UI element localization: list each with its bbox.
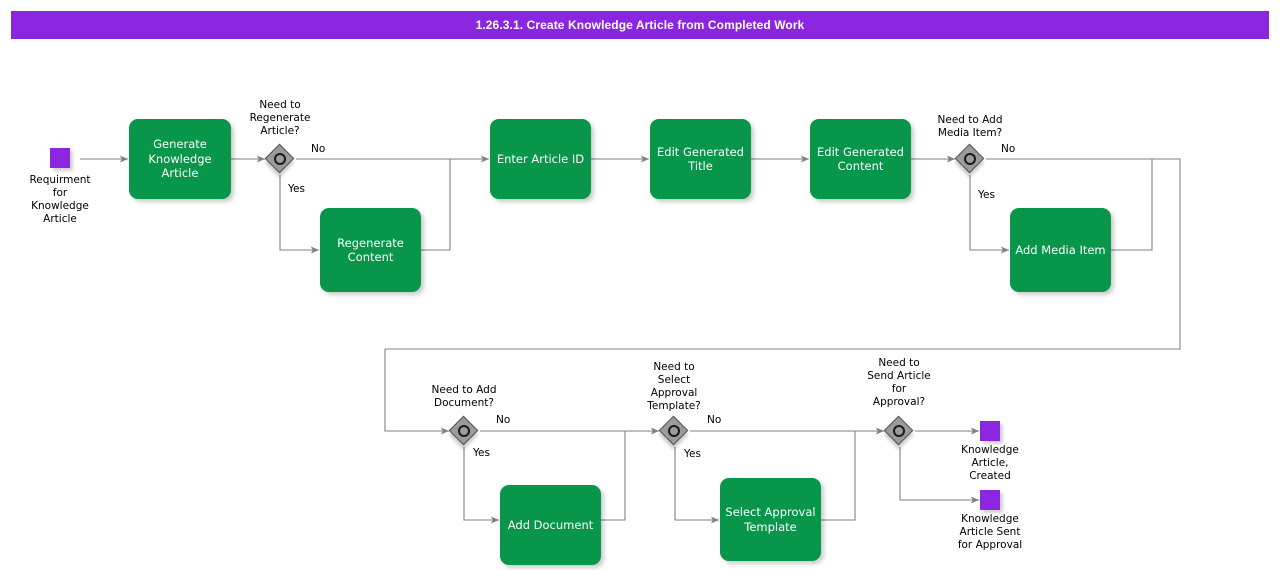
diagram-title-bar: 1.26.3.1. Create Knowledge Article from … xyxy=(11,11,1269,39)
branch-label-gw4-no: No xyxy=(707,414,722,426)
end-event-knowledge-article-sent-for-approval-label: Knowledge Article Sent for Approval xyxy=(957,513,1023,551)
flow-add-document-rejoin xyxy=(601,431,626,521)
task-edit-generated-content-label: Edit Generated Content xyxy=(817,144,904,174)
task-generate-knowledge-article-label: Generate Knowledge Article xyxy=(148,137,212,181)
task-add-document[interactable]: Add Document xyxy=(500,485,601,565)
branch-label-gw1-no: No xyxy=(311,143,326,155)
gateway-need-add-document[interactable] xyxy=(448,415,479,446)
task-enter-article-id[interactable]: Enter Article ID xyxy=(490,119,591,199)
flow-gw2-yes-to-add-media xyxy=(969,175,1010,254)
gateway-need-add-media-item-label: Need to Add Media Item? xyxy=(937,114,1003,139)
task-edit-generated-title[interactable]: Edit Generated Title xyxy=(650,119,751,199)
gateway-need-select-approval-template[interactable] xyxy=(658,415,689,446)
branch-label-gw2-no: No xyxy=(1001,143,1016,155)
gateway-event-circle-icon xyxy=(668,425,680,437)
branch-label-gw1-yes: Yes xyxy=(288,183,305,195)
task-regenerate-content[interactable]: Regenerate Content xyxy=(320,208,421,292)
task-select-approval-template[interactable]: Select Approval Template xyxy=(720,478,821,561)
task-add-media-item-label: Add Media Item xyxy=(1015,242,1106,257)
end-event-knowledge-article-sent-for-approval[interactable] xyxy=(980,490,1000,510)
gateway-event-circle-icon xyxy=(274,153,286,165)
page-title: 1.26.3.1. Create Knowledge Article from … xyxy=(475,18,805,32)
task-add-document-label: Add Document xyxy=(507,517,594,532)
start-event-requirement-label: Requirment for Knowledge Article xyxy=(29,174,91,225)
branch-label-gw2-yes: Yes xyxy=(978,189,995,201)
flow-add-media-rejoin xyxy=(1111,159,1153,251)
end-event-knowledge-article-created[interactable] xyxy=(980,421,1000,441)
branch-label-gw4-yes: Yes xyxy=(684,448,701,460)
gateway-need-send-article-for-approval[interactable] xyxy=(883,415,914,446)
end-event-knowledge-article-created-label: Knowledge Article, Created xyxy=(961,444,1019,482)
gateway-need-add-document-label: Need to Add Document? xyxy=(431,384,497,409)
gateway-need-select-approval-template-label: Need to Select Approval Template? xyxy=(647,361,701,412)
gateway-event-circle-icon xyxy=(893,425,905,437)
gateway-event-circle-icon xyxy=(964,153,976,165)
flow-select-template-rejoin xyxy=(821,431,856,521)
task-add-media-item[interactable]: Add Media Item xyxy=(1010,208,1111,292)
task-regenerate-content-label: Regenerate Content xyxy=(337,235,404,265)
task-generate-knowledge-article[interactable]: Generate Knowledge Article xyxy=(129,119,231,199)
task-enter-article-id-label: Enter Article ID xyxy=(496,151,585,166)
gateway-need-add-media-item[interactable] xyxy=(954,143,985,174)
task-select-approval-template-label: Select Approval Template xyxy=(725,505,816,534)
branch-label-gw3-no: No xyxy=(496,414,511,426)
task-edit-generated-content[interactable]: Edit Generated Content xyxy=(810,119,911,199)
gateway-event-circle-icon xyxy=(458,425,470,437)
gateway-need-regenerate-article-label: Need to Regenerate Article? xyxy=(249,99,311,137)
branch-label-gw3-yes: Yes xyxy=(473,447,490,459)
gateway-need-regenerate-article[interactable] xyxy=(264,143,295,174)
task-edit-generated-title-label: Edit Generated Title xyxy=(657,144,744,174)
gateway-need-send-article-for-approval-label: Need to Send Article for Approval? xyxy=(867,357,931,408)
start-event-requirement[interactable] xyxy=(50,148,70,168)
flow-regenerate-rejoin xyxy=(421,159,451,251)
